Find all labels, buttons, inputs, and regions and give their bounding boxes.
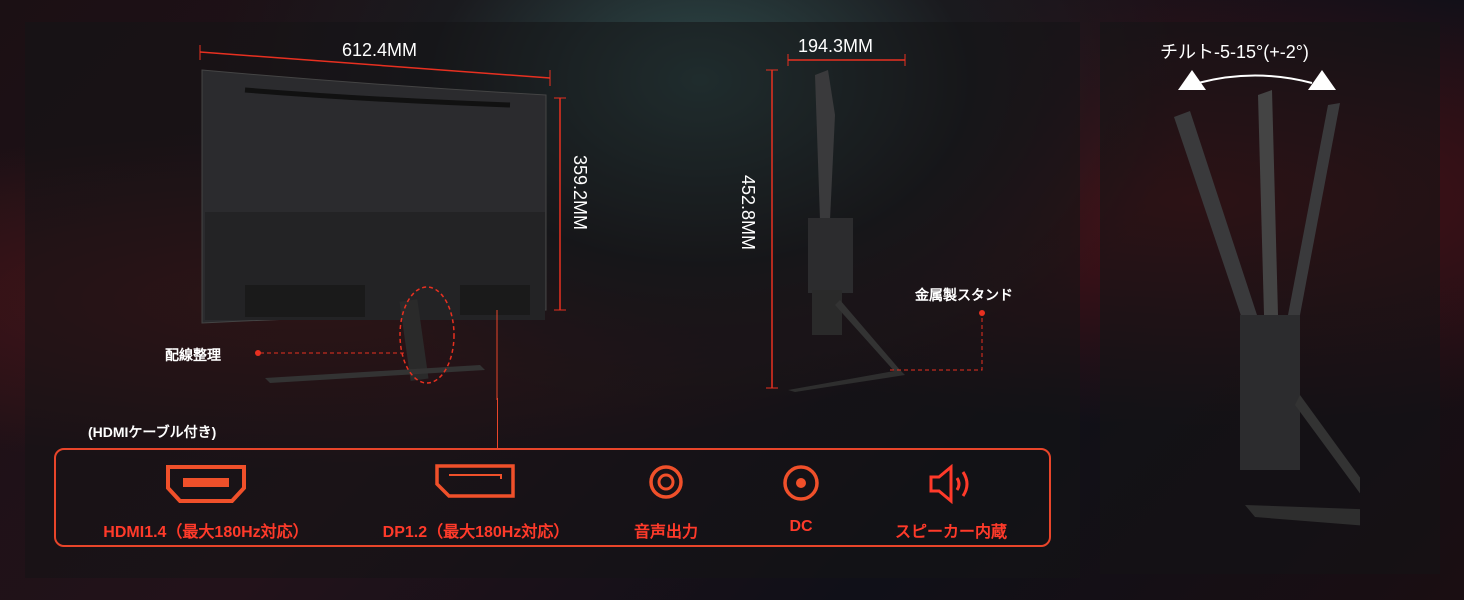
port-label: DC xyxy=(789,518,813,535)
port-audio-out: 音声出力 xyxy=(616,450,716,549)
displayport-icon xyxy=(435,464,515,498)
port-connector-line xyxy=(497,398,498,448)
height-dimension: 359.2MM xyxy=(570,155,590,231)
depth-dimension: 194.3MM xyxy=(798,36,874,56)
tilt-monitor-image xyxy=(1174,70,1360,526)
port-dc: DC xyxy=(751,450,851,549)
port-label: スピーカー内蔵 xyxy=(894,524,1008,541)
tilt-label: チルト-5-15°(+-2°) xyxy=(1160,42,1309,62)
port-label: HDMI1.4（最大180Hz対応） xyxy=(103,524,309,541)
speaker-icon xyxy=(929,464,969,504)
audio-out-icon xyxy=(649,465,683,499)
port-label: DP1.2（最大180Hz対応） xyxy=(382,524,570,541)
port-speaker: スピーカー内蔵 xyxy=(876,450,1026,549)
cable-management-label: 配線整理 xyxy=(165,347,221,363)
width-dimension: 612.4MM xyxy=(342,40,418,60)
hdmi-port-icon xyxy=(166,465,246,503)
port-label: 音声出力 xyxy=(633,524,699,541)
dc-power-icon xyxy=(783,465,819,501)
port-hdmi: HDMI1.4（最大180Hz対応） xyxy=(56,450,356,549)
ports-panel: HDMI1.4（最大180Hz対応） DP1.2（最大180Hz対応） 音声出力… xyxy=(54,448,1051,547)
hdmi-cable-included-label: (HDMIケーブル付き) xyxy=(88,424,217,440)
total-height-dimension: 452.8MM xyxy=(738,175,758,251)
port-displayport: DP1.2（最大180Hz対応） xyxy=(356,450,596,549)
metal-stand-label: 金属製スタンド xyxy=(915,287,1013,303)
monitor-rear-image xyxy=(199,45,566,400)
monitor-side-image xyxy=(766,54,985,392)
